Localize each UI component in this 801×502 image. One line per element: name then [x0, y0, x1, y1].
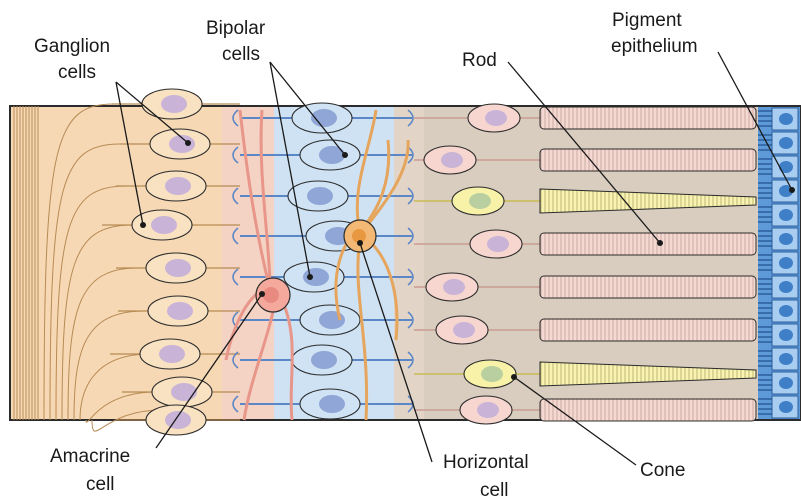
bipolar-nucleus: [319, 395, 345, 413]
pigment-label-line1: Pigment: [612, 10, 682, 31]
pigment-label-line2: epithelium: [611, 36, 698, 57]
rod-label: Rod: [462, 50, 497, 71]
ganglion-nucleus: [159, 345, 185, 363]
pigment-nucleus: [779, 305, 793, 317]
pigment-nucleus: [779, 113, 793, 125]
rod-nucleus: [477, 402, 499, 418]
ganglion-nucleus: [151, 216, 177, 234]
outer-plexiform-layer: [394, 106, 424, 420]
pigment-nucleus: [779, 329, 793, 341]
rod-outer-segment: [540, 276, 756, 298]
rod-cell: [414, 316, 756, 344]
bipolar-label-line1: Bipolar: [206, 18, 266, 39]
rod-nucleus: [443, 279, 465, 295]
ganglion-label-line1: Ganglion: [34, 36, 110, 57]
cone-label: Cone: [640, 460, 685, 481]
ganglion-nucleus: [165, 177, 191, 195]
rod-nucleus: [453, 322, 475, 338]
horizontal-label-line2: cell: [480, 480, 509, 501]
horizontal-label-line1: Horizontal: [443, 452, 529, 473]
cone-nucleus: [481, 366, 503, 382]
rod-nucleus: [487, 236, 509, 252]
ganglion-nucleus: [167, 302, 193, 320]
rod-nucleus: [441, 152, 463, 168]
pigment-nucleus: [779, 257, 793, 269]
bipolar-nucleus: [319, 311, 345, 329]
pigment-nucleus: [779, 209, 793, 221]
bipolar-nucleus: [311, 351, 337, 369]
pigment-nucleus: [779, 161, 793, 173]
bipolar-nucleus: [307, 187, 333, 205]
ganglion-nucleus: [165, 411, 191, 429]
inner-plexiform-layer: [222, 106, 274, 420]
rod-nucleus: [485, 110, 507, 126]
bipolar-nucleus: [303, 268, 329, 286]
rod-outer-segment: [540, 149, 756, 171]
ganglion-label-line2: cells: [58, 62, 96, 83]
amacrine-label-line2: cell: [86, 474, 115, 495]
ganglion-nucleus: [165, 259, 191, 277]
amacrine-label-line1: Amacrine: [50, 446, 130, 467]
pigment-nucleus: [779, 233, 793, 245]
rod-outer-segment: [540, 233, 756, 255]
ganglion-nucleus: [171, 383, 197, 401]
rod-outer-segment: [540, 319, 756, 341]
rod-outer-segment: [540, 107, 756, 129]
rod-outer-segment: [540, 399, 756, 421]
rod-cell: [414, 146, 756, 174]
pigment-nucleus: [779, 281, 793, 293]
rod-cell: [414, 273, 756, 301]
bipolar-label-line2: cells: [222, 44, 260, 65]
pigment-nucleus: [779, 353, 793, 365]
pigment-nucleus: [779, 377, 793, 389]
pigment-nucleus: [779, 401, 793, 413]
cone-nucleus: [469, 193, 491, 209]
bipolar-nucleus: [319, 146, 345, 164]
pigment-nucleus: [779, 137, 793, 149]
ganglion-nucleus: [161, 95, 187, 113]
